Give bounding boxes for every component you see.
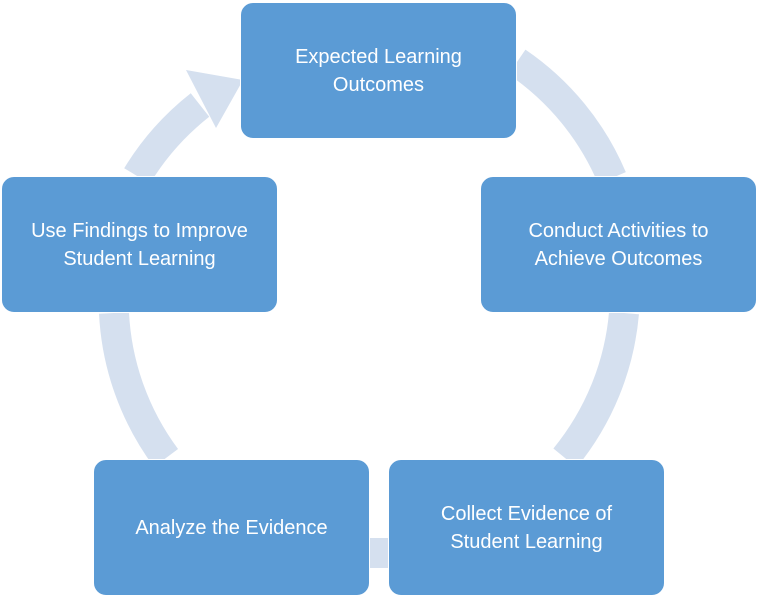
node-label-line: Student Learning <box>450 530 603 553</box>
cycle-ring-segment-bottom <box>368 538 390 568</box>
node-use-findings: Use Findings to Improve Student Learning <box>1 176 278 313</box>
cycle-ring-segment-left <box>99 312 179 467</box>
node-label-line: Achieve Outcomes <box>534 247 703 270</box>
cycle-arrow-head <box>186 70 243 128</box>
cycle-ring-segment-top-left <box>124 93 210 184</box>
node-label-line: Analyze the Evidence <box>135 516 328 539</box>
cycle-ring-segment-right <box>553 311 639 468</box>
node-label-line: Collect Evidence of <box>440 502 613 525</box>
node-collect-evidence: Collect Evidence of Student Learning <box>388 459 665 596</box>
node-expected-learning-outcomes: Expected Learning Outcomes <box>240 2 517 139</box>
node-conduct-activities: Conduct Activities to Achieve Outcomes <box>480 176 757 313</box>
node-label-line: Conduct Activities to <box>528 219 709 242</box>
cycle-ring-segment-top-right <box>508 49 626 185</box>
node-label-line: Expected Learning <box>295 45 462 68</box>
node-label-line: Outcomes <box>332 73 425 96</box>
node-label-line: Student Learning <box>63 247 216 270</box>
node-label-line: Use Findings to Improve <box>31 219 248 242</box>
node-analyze-evidence: Analyze the Evidence <box>93 459 370 596</box>
